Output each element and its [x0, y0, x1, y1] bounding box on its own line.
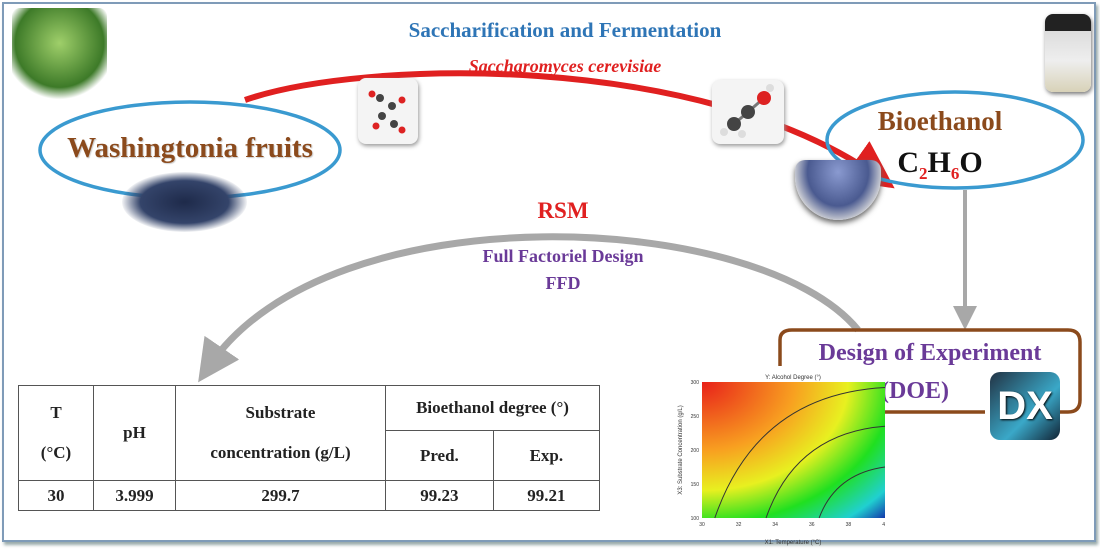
y-tick-label: 150 [691, 482, 700, 488]
y-tick-label: 250 [691, 414, 700, 420]
design-label: Full Factoriel Design [482, 246, 644, 266]
contour-line [818, 466, 885, 519]
chart-title: Y: Alcohol Degree (°) [765, 375, 821, 381]
contour-plot: Y: Alcohol Degree (°) X1: Temperature (°… [678, 375, 885, 546]
glucose-molecule-image [358, 78, 418, 144]
x-tick-label: 36 [809, 522, 815, 528]
doe-box [778, 328, 1082, 414]
process-title: Saccharification and Fermentation [408, 18, 722, 42]
design-expert-logo: DX [990, 372, 1060, 440]
design-abbr: FFD [545, 273, 581, 293]
y-axis-label: X3: Substrate Concentration (g/L) [678, 405, 684, 494]
fruits-photo [122, 172, 247, 232]
method-label: RSM [537, 198, 589, 223]
x-tick-label: 40 [882, 522, 885, 528]
source-label: Washingtonia fruits [67, 132, 313, 164]
x-tick-label: 30 [699, 522, 705, 528]
contour-line [714, 386, 885, 519]
ethanol-jar-photo [1045, 14, 1091, 92]
product-label: Bioethanol [877, 106, 1003, 136]
product-ellipse [825, 90, 1085, 190]
figure-frame [2, 2, 1096, 542]
chemical-formula: C2H6O [897, 146, 983, 183]
rsm-arrow [198, 233, 861, 383]
y-tick-label: 300 [691, 380, 700, 386]
fermentation-arrow [244, 70, 895, 189]
x-tick-label: 34 [772, 522, 778, 528]
contour-line [765, 425, 885, 519]
x-tick-label: 38 [846, 522, 852, 528]
x-tick-label: 32 [736, 522, 742, 528]
contour-fill [702, 382, 885, 518]
palm-tree-photo [12, 8, 107, 108]
y-tick-label: 100 [691, 516, 700, 522]
doe-title: Design of Experiment [818, 340, 1042, 366]
organism-label: Saccharomyces cerevisiae [468, 56, 662, 76]
x-axis-label: X1: Temperature (°C) [765, 540, 822, 546]
y-tick-label: 200 [691, 448, 700, 454]
doe-abbr: (DOE) [881, 378, 949, 404]
ethanol-molecule-image [712, 80, 784, 144]
